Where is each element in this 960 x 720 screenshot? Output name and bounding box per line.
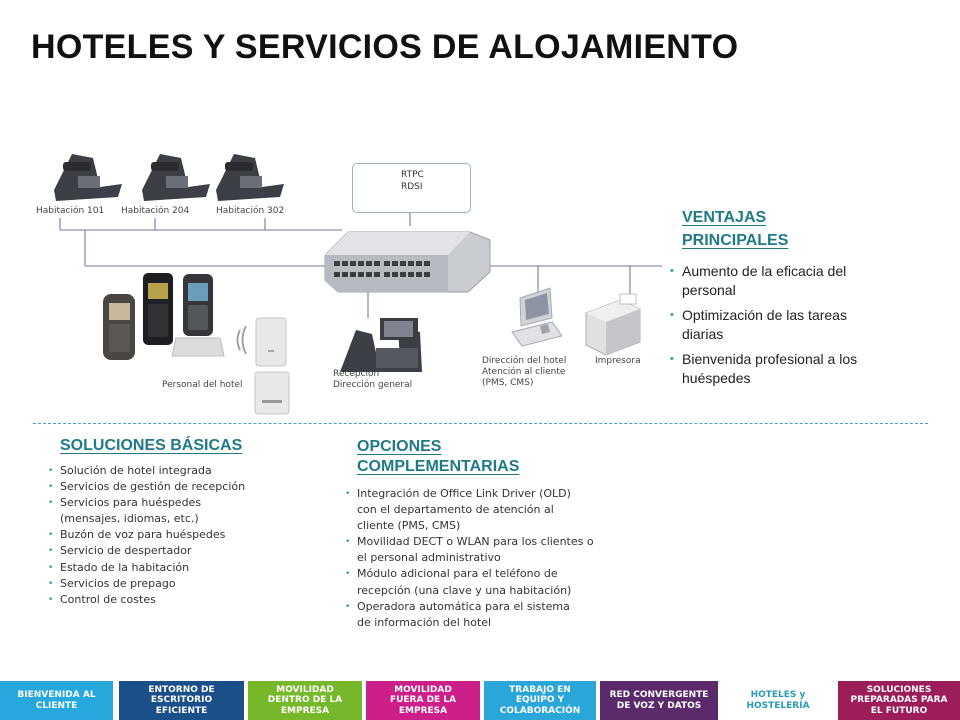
phone-icon bbox=[216, 154, 284, 201]
list-item: Estado de la habitación bbox=[48, 560, 308, 576]
ventajas-list: Aumento de la eficacia del personal Opti… bbox=[670, 262, 870, 394]
mobile-phone-icon bbox=[143, 273, 173, 345]
nav-soluciones-futuro-label: SOLUCIONES PREPARADAS PARA EL FUTURO bbox=[850, 684, 948, 716]
phone-icon bbox=[142, 154, 210, 201]
basicas-list: Solución de hotel integrada Servicios de… bbox=[48, 463, 308, 608]
reception-label: Recepción Dirección general bbox=[333, 369, 412, 391]
management-line-2: Atención al cliente bbox=[482, 367, 566, 377]
rtpc-label: RTPC bbox=[401, 170, 424, 180]
opciones-heading: OPCIONES COMPLEMENTARIAS bbox=[357, 438, 520, 475]
list-item: Buzón de voz para huéspedes bbox=[48, 527, 308, 543]
rdsi-label: RDSI bbox=[401, 182, 423, 192]
nav-entorno-label: ENTORNO DE ESCRITORIO EFICIENTE bbox=[148, 684, 215, 716]
nav-trabajo-equipo[interactable]: TRABAJO EN EQUIPO Y COLABORACIÓN bbox=[484, 681, 596, 720]
list-item: Control de costes bbox=[48, 592, 308, 608]
reception-line-1: Recepción bbox=[333, 369, 380, 379]
management-line-3: (PMS, CMS) bbox=[482, 378, 534, 388]
list-item: Servicio de despertador bbox=[48, 543, 308, 559]
reception-phone-icon bbox=[340, 318, 422, 372]
list-item: Servicios para huéspedes (mensajes, idio… bbox=[48, 495, 308, 527]
nav-movilidad-dentro[interactable]: MOVILIDAD DENTRO DE LA EMPRESA bbox=[248, 681, 362, 720]
opciones-list: Integración de Office Link Driver (OLD) … bbox=[345, 486, 615, 631]
list-item: Movilidad DECT o WLAN para los clientes … bbox=[345, 534, 615, 566]
access-point-icon bbox=[255, 317, 287, 367]
list-item: Operadora automática para el sistema de … bbox=[345, 599, 615, 631]
reception-line-2: Dirección general bbox=[333, 380, 413, 390]
nav-red-convergente-label: RED CONVERGENTE DE VOZ Y DATOS bbox=[609, 690, 709, 711]
wireless-signal-icon bbox=[236, 325, 247, 355]
printer-label: Impresora bbox=[595, 356, 641, 366]
nav-movilidad-dentro-label: MOVILIDAD DENTRO DE LA EMPRESA bbox=[267, 684, 343, 716]
list-item: Servicios de gestión de recepción bbox=[48, 479, 308, 495]
computer-icon bbox=[511, 287, 563, 347]
pbx-system-icon bbox=[324, 231, 491, 293]
nav-soluciones-futuro[interactable]: SOLUCIONES PREPARADAS PARA EL FUTURO bbox=[838, 681, 960, 720]
nav-bienvenida[interactable]: BIENVENIDA AL CLIENTE bbox=[0, 681, 113, 720]
mobile-phone-icon bbox=[171, 274, 225, 357]
list-item: Bienvenida profesional a los huéspedes bbox=[670, 350, 870, 388]
nav-entorno[interactable]: ENTORNO DE ESCRITORIO EFICIENTE bbox=[119, 681, 244, 720]
room-204-label: Habitación 204 bbox=[121, 206, 190, 216]
page-title: HOTELES Y SERVICIOS DE ALOJAMIENTO bbox=[31, 28, 739, 66]
staff-label: Personal del hotel bbox=[162, 380, 243, 390]
list-item: Módulo adicional para el teléfono de rec… bbox=[345, 566, 615, 598]
list-item: Optimización de las tareas diarias bbox=[670, 306, 870, 344]
network-diagram bbox=[54, 154, 662, 415]
list-item: Servicios de prepago bbox=[48, 576, 308, 592]
nav-trabajo-equipo-label: TRABAJO EN EQUIPO Y COLABORACIÓN bbox=[499, 684, 581, 716]
management-line-1: Dirección del hotel bbox=[482, 356, 567, 366]
rtpc-rdsi-text: RTPC RDSI bbox=[401, 169, 424, 193]
access-point-icon bbox=[254, 371, 290, 415]
basicas-heading: SOLUCIONES BÁSICAS bbox=[60, 437, 243, 454]
nav-movilidad-fuera-label: MOVILIDAD FUERA DE LA EMPRESA bbox=[389, 684, 457, 716]
nav-movilidad-fuera[interactable]: MOVILIDAD FUERA DE LA EMPRESA bbox=[366, 681, 480, 720]
printer-icon bbox=[585, 293, 641, 356]
nav-red-convergente[interactable]: RED CONVERGENTE DE VOZ Y DATOS bbox=[600, 681, 718, 720]
list-item: Solución de hotel integrada bbox=[48, 463, 308, 479]
mobile-phone-icon bbox=[103, 294, 135, 360]
list-item: Aumento de la eficacia del personal bbox=[670, 262, 870, 300]
room-101-label: Habitación 101 bbox=[36, 206, 105, 216]
ventajas-heading: VENTAJAS PRINCIPALES bbox=[682, 209, 789, 249]
list-item: Integración de Office Link Driver (OLD) … bbox=[345, 486, 615, 534]
management-label: Dirección del hotel Atención al cliente … bbox=[482, 356, 566, 389]
nav-hoteles-label: HOTELES y HOSTELERÍA bbox=[746, 690, 810, 711]
divider bbox=[33, 423, 928, 424]
phone-icon bbox=[54, 154, 122, 201]
rtpc-rdsi-box: RTPC RDSI bbox=[352, 163, 471, 213]
room-302-label: Habitación 302 bbox=[216, 206, 285, 216]
nav-hoteles[interactable]: HOTELES y HOSTELERÍA bbox=[722, 681, 834, 720]
nav-bienvenida-label: BIENVENIDA AL CLIENTE bbox=[17, 690, 96, 711]
